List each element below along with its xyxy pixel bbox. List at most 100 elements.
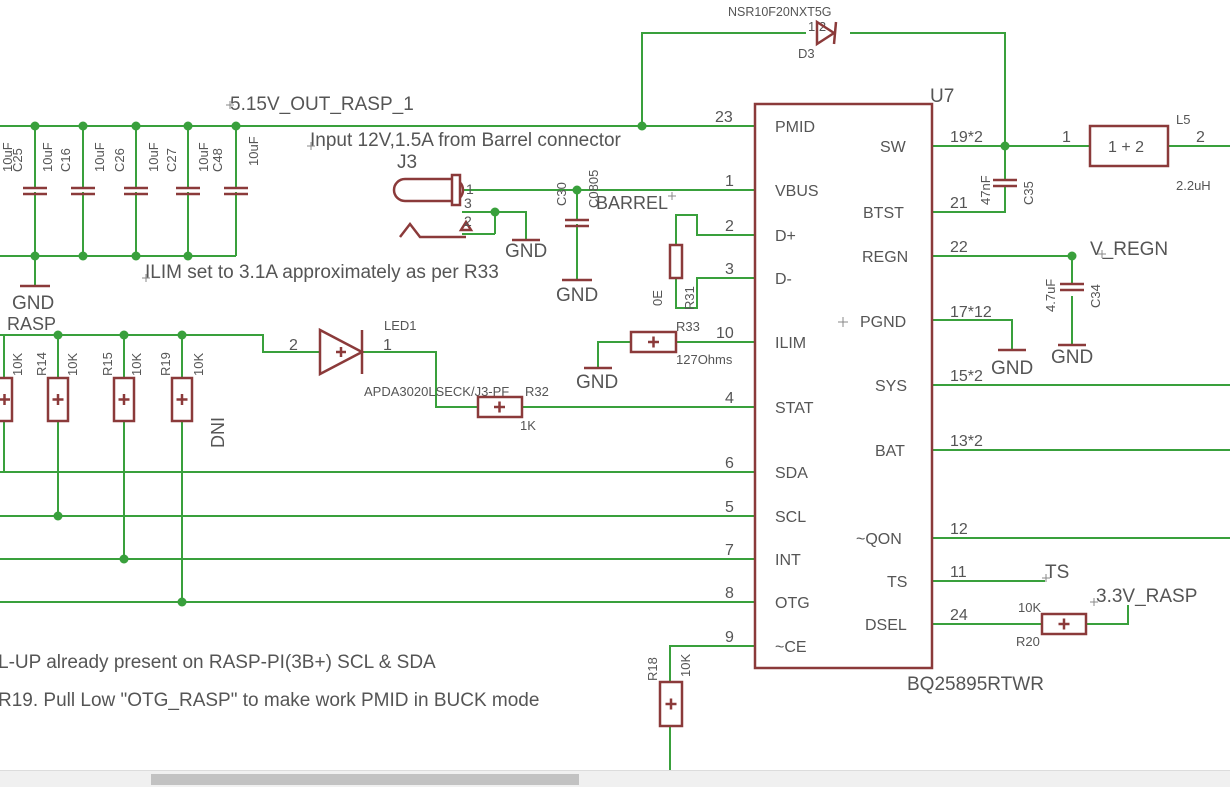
pin-name-vbus: VBUS bbox=[775, 183, 819, 200]
pin-num-pmid: 23 bbox=[715, 109, 733, 126]
svg-text:127Ohms: 127Ohms bbox=[676, 352, 733, 367]
pin-name-int: INT bbox=[775, 552, 801, 569]
pin-name-pgnd: PGND bbox=[860, 314, 906, 331]
svg-text:10K: 10K bbox=[678, 654, 693, 677]
svg-text:J3: J3 bbox=[397, 152, 417, 173]
svg-text:R19: R19 bbox=[158, 352, 173, 376]
note-otg: R19. Pull Low "OTG_RASP" to make work PM… bbox=[0, 690, 539, 711]
pin-num-qon: 12 bbox=[950, 521, 968, 538]
svg-text:0E: 0E bbox=[650, 290, 665, 306]
chip-u7-bq25895[interactable]: U7 BQ25895RTWR 23 PMID 1 VBUS 2 D+ 3 D- … bbox=[715, 86, 1044, 695]
capacitor-c30[interactable]: C30 C0805 GND bbox=[554, 170, 601, 306]
net-label-v-regn: V_REGN bbox=[1090, 239, 1168, 260]
input-capacitor-bank[interactable]: 10uF C25 10uF C16 10uF C26 10uF C27 10uF… bbox=[0, 136, 261, 196]
note-pullup: L-UP already present on RASP-PI(3B+) SCL… bbox=[0, 652, 436, 673]
svg-text:10K: 10K bbox=[129, 353, 144, 376]
pin-num-dp: 2 bbox=[725, 218, 734, 235]
cap-c25-ref: C25 bbox=[10, 148, 25, 172]
diode-d3[interactable]: NSR10F20NXT5G 1 2 D3 bbox=[728, 5, 838, 61]
svg-text:R32: R32 bbox=[525, 384, 549, 399]
svg-text:1: 1 bbox=[1062, 129, 1071, 146]
pin-num-ilim: 10 bbox=[716, 325, 734, 342]
pin-num-dsel: 24 bbox=[950, 607, 968, 624]
pin-num-otg: 8 bbox=[725, 585, 734, 602]
gnd-symbol-regn: GND bbox=[1051, 343, 1093, 368]
svg-text:C35: C35 bbox=[1021, 181, 1036, 205]
junction-dots bbox=[30, 121, 1077, 607]
svg-text:2: 2 bbox=[1196, 129, 1205, 146]
origin-markers bbox=[142, 101, 1106, 606]
pin-num-ts: 11 bbox=[950, 564, 967, 581]
pin-name-dp: D+ bbox=[775, 228, 796, 245]
pin-num-sw: 19*2 bbox=[950, 129, 983, 146]
resistor-r18[interactable]: R18 10K bbox=[645, 654, 693, 728]
svg-text:APDA3020LSECK/J3-PF: APDA3020LSECK/J3-PF bbox=[364, 384, 509, 399]
svg-text:10K: 10K bbox=[191, 353, 206, 376]
dni-label: DNI bbox=[208, 417, 228, 448]
svg-text:GND: GND bbox=[556, 285, 598, 306]
pin-num-int: 7 bbox=[725, 542, 734, 559]
pin-name-sw: SW bbox=[880, 139, 907, 156]
svg-text:R33: R33 bbox=[676, 319, 700, 334]
pin-name-dsel: DSEL bbox=[865, 617, 907, 634]
cap-c25-value: 10uF bbox=[0, 142, 15, 172]
pin-name-sys: SYS bbox=[875, 378, 907, 395]
svg-text:1K: 1K bbox=[520, 418, 536, 433]
pin-name-otg: OTG bbox=[775, 595, 810, 612]
note-input-barrel: Input 12V,1.5A from Barrel connector bbox=[310, 130, 622, 151]
pin-name-btst: BTST bbox=[863, 205, 904, 222]
svg-text:10K: 10K bbox=[10, 353, 25, 376]
pin-name-regn: REGN bbox=[862, 249, 908, 266]
capacitor-c35[interactable]: 47nF C35 bbox=[978, 175, 1036, 205]
svg-text:NSR10F20NXT5G: NSR10F20NXT5G bbox=[728, 5, 832, 19]
net-label-barrel: BARREL bbox=[596, 193, 668, 213]
svg-text:R31: R31 bbox=[682, 286, 697, 310]
svg-text:2.2uH: 2.2uH bbox=[1176, 178, 1211, 193]
pin-num-sda: 6 bbox=[725, 455, 734, 472]
schematic-canvas[interactable]: 10uF C25 10uF C16 10uF C26 10uF C27 10uF… bbox=[0, 0, 1230, 770]
pin-name-ts: TS bbox=[887, 574, 907, 591]
resistor-r33[interactable]: R33 127Ohms bbox=[629, 319, 733, 367]
svg-text:R14: R14 bbox=[34, 352, 49, 376]
cap-c27-value: 10uF bbox=[146, 142, 161, 172]
net-label-3v3-rasp: 3.3V_RASP bbox=[1096, 586, 1197, 607]
pin-num-sys: 15*2 bbox=[950, 368, 983, 385]
note-ilim: ILIM set to 3.1A approximately as per R3… bbox=[145, 262, 499, 283]
chip-ref: U7 bbox=[930, 86, 954, 107]
pin-name-stat: STAT bbox=[775, 400, 814, 417]
cap-c48-value: 10uF bbox=[196, 142, 211, 172]
wires bbox=[0, 32, 1230, 770]
net-label-5v15-out-rasp: 5.15V_OUT_RASP_1 bbox=[230, 94, 414, 115]
resistor-r32[interactable]: R32 1K bbox=[476, 384, 549, 433]
gnd-symbol-pgnd: GND bbox=[991, 348, 1033, 379]
svg-text:2: 2 bbox=[289, 337, 298, 354]
svg-text:GND: GND bbox=[576, 372, 618, 393]
resistor-r20[interactable]: 10K R20 bbox=[1016, 600, 1088, 649]
svg-text:D3: D3 bbox=[798, 46, 815, 61]
barrel-connector-j3[interactable]: J3 1 3 2 bbox=[392, 152, 474, 239]
scrollbar-thumb[interactable] bbox=[151, 774, 579, 785]
cap-c16-ref: C16 bbox=[58, 148, 73, 172]
pin-num-pgnd: 17*12 bbox=[950, 304, 992, 321]
inductor-l5[interactable]: 1 + 2 1 2 L5 2.2uH bbox=[1062, 112, 1211, 193]
cap-c48-ref: C48 bbox=[210, 148, 225, 172]
svg-text:GND: GND bbox=[1051, 347, 1093, 368]
pin-name-sda: SDA bbox=[775, 465, 808, 482]
svg-text:R20: R20 bbox=[1016, 634, 1040, 649]
horizontal-scrollbar[interactable] bbox=[0, 770, 1230, 787]
cap-c27-ref: C27 bbox=[164, 148, 179, 172]
led-led1[interactable]: 2 1 LED1 APDA3020LSECK/J3-PF bbox=[289, 318, 509, 399]
resistor-r31[interactable]: 0E R31 bbox=[650, 243, 697, 310]
svg-text:3: 3 bbox=[464, 195, 472, 211]
svg-text:GND: GND bbox=[991, 358, 1033, 379]
capacitor-c34[interactable]: 4.7uF C34 bbox=[1043, 279, 1103, 312]
pin-num-ce: 9 bbox=[725, 629, 734, 646]
svg-text:1: 1 bbox=[383, 337, 392, 354]
pullup-resistors[interactable]: RASP 10K R14 10K R15 10K R19 10K DNI bbox=[0, 314, 228, 448]
pin-num-stat: 4 bbox=[725, 390, 734, 407]
pin-name-bat: BAT bbox=[875, 443, 905, 460]
chip-part: BQ25895RTWR bbox=[907, 674, 1044, 695]
pin-name-ilim: ILIM bbox=[775, 335, 806, 352]
svg-text:2: 2 bbox=[464, 213, 472, 229]
svg-text:L5: L5 bbox=[1176, 112, 1190, 127]
